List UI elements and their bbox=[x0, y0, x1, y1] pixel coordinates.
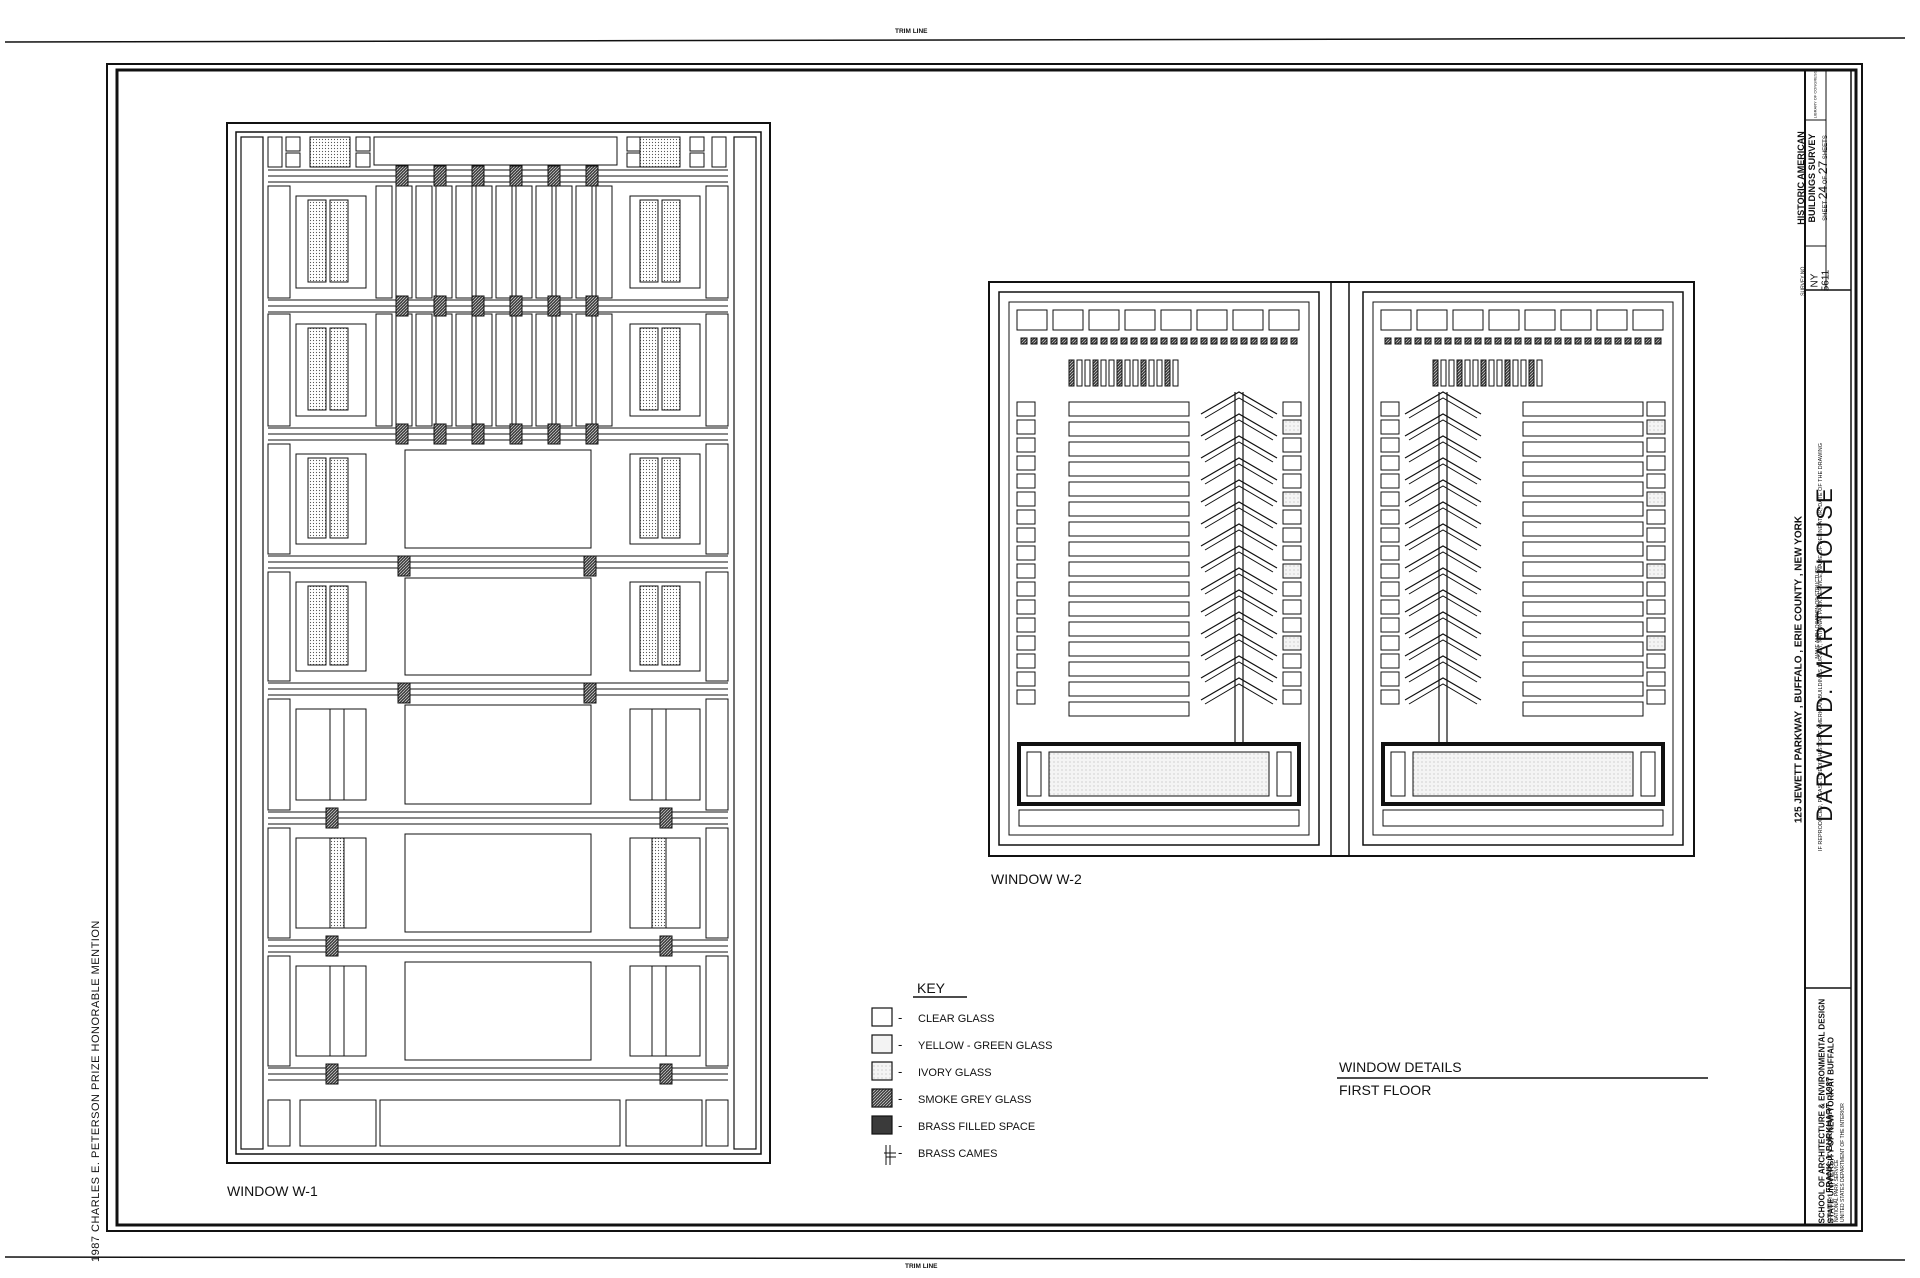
sheet-caption: WINDOW DETAILS FIRST FLOOR bbox=[1337, 1059, 1708, 1098]
trim-line-top bbox=[4, 37, 1906, 43]
legend-dash: - bbox=[898, 1010, 902, 1025]
legend-swatch bbox=[871, 1088, 893, 1108]
legend-dash: - bbox=[898, 1091, 902, 1106]
sheet-number: SHEET 24 OF 27 SHEETS bbox=[1816, 113, 1832, 243]
legend-item: - CLEAR GLASS bbox=[871, 1007, 994, 1027]
caption-first-floor: FIRST FLOOR bbox=[1339, 1082, 1431, 1098]
window-w1-drawing bbox=[226, 122, 771, 1164]
legend-item-label: BRASS FILLED SPACE bbox=[918, 1121, 1035, 1133]
survey-number: SURVEY NO. NY 5611 bbox=[1799, 236, 1832, 326]
legend-swatch bbox=[871, 1115, 893, 1135]
window-w2-label: WINDOW W-2 bbox=[991, 871, 1082, 887]
legend-swatch bbox=[871, 1034, 893, 1054]
sheet-no: 24 bbox=[1816, 185, 1830, 200]
legend-item: - IVORY GLASS bbox=[871, 1061, 992, 1081]
habs-line1: HISTORIC AMERICAN bbox=[1796, 131, 1806, 225]
sheet-border-inner bbox=[115, 68, 1858, 1227]
sheet-suffix: SHEETS bbox=[1823, 135, 1829, 160]
survey-number-line1: NY bbox=[1809, 273, 1821, 288]
library-stamp: LIBRARY OF CONGRESS bbox=[1812, 70, 1818, 119]
legend-dash: - bbox=[898, 1064, 902, 1079]
survey-number-caption: SURVEY NO. bbox=[1800, 265, 1807, 296]
school-line1: SCHOOL OF ARCHITECTURE & ENVIRONMENTAL D… bbox=[1817, 998, 1827, 1224]
sheet-border-outer bbox=[106, 63, 1863, 1232]
legend-dash: - bbox=[898, 1145, 902, 1160]
legend-item: - BRASS CAMES bbox=[884, 1145, 997, 1165]
trim-line-bottom bbox=[4, 1256, 1906, 1261]
legend-item-label: BRASS CAMES bbox=[918, 1148, 997, 1160]
title-block bbox=[1804, 70, 1852, 1225]
prize-note: 1987 CHARLES E. PETERSON PRIZE HONORABLE… bbox=[90, 920, 102, 1262]
brass-cames-icon bbox=[884, 1145, 896, 1165]
habs-line2: BUILDINGS SURVEY bbox=[1807, 133, 1817, 223]
legend-dash: - bbox=[898, 1118, 902, 1133]
survey-number-line2: 5611 bbox=[1820, 269, 1832, 292]
window-w1-label: WINDOW W-1 bbox=[227, 1183, 318, 1199]
sheet-of: OF bbox=[1823, 175, 1829, 185]
legend-swatch bbox=[871, 1007, 893, 1027]
legend-item: - SMOKE GREY GLASS bbox=[871, 1088, 1032, 1108]
legend-item-label: SMOKE GREY GLASS bbox=[918, 1094, 1032, 1106]
legend-item-label: YELLOW - GREEN GLASS bbox=[918, 1040, 1052, 1052]
legend-title: KEY bbox=[917, 980, 946, 996]
reproduction-note: IF REPRODUCED, PLEASE CREDIT: HISTORIC A… bbox=[1818, 442, 1824, 852]
structure-name: DARWIN D. MARTIN HOUSE bbox=[1812, 486, 1837, 822]
legend-dash: - bbox=[898, 1037, 902, 1052]
legend-swatch bbox=[871, 1061, 893, 1081]
habs-block: HISTORIC AMERICAN BUILDINGS SURVEY SHEET… bbox=[1796, 113, 1832, 243]
window-w2-drawing bbox=[988, 281, 1695, 857]
legend-item-label: IVORY GLASS bbox=[918, 1067, 992, 1079]
trim-line-top-label: TRIM LINE bbox=[895, 28, 928, 35]
sheet-prefix: SHEET bbox=[1823, 200, 1829, 221]
trim-line-bottom-label: TRIM LINE bbox=[905, 1263, 938, 1270]
legend-item: - BRASS FILLED SPACE bbox=[871, 1115, 1035, 1135]
agency-line2: UNITED STATES DEPARTMENT OF THE INTERIOR bbox=[1840, 1103, 1846, 1222]
caption-window-details: WINDOW DETAILS bbox=[1339, 1059, 1462, 1075]
sheet-total: 27 bbox=[1816, 160, 1830, 175]
structure-location: 125 JEWETT PARKWAY , BUFFALO , ERIE COUN… bbox=[1793, 515, 1805, 824]
legend: KEY - CLEAR GLASS - YELLOW - GREEN GLASS - IV… bbox=[871, 980, 1052, 1165]
legend-item: - YELLOW - GREEN GLASS bbox=[871, 1034, 1052, 1054]
legend-item-label: CLEAR GLASS bbox=[918, 1013, 994, 1025]
